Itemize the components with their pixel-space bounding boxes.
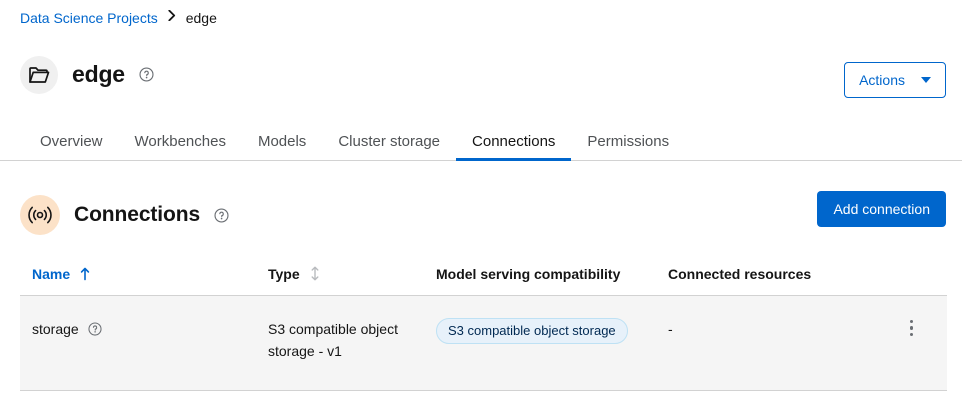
page-title: edge	[72, 61, 125, 88]
page-title-row: edge	[20, 46, 154, 104]
breadcrumb: Data Science Projects edge	[20, 9, 217, 27]
column-header-model-serving-compatibility: Model serving compatibility	[424, 266, 656, 282]
column-label: Type	[268, 265, 300, 282]
table-row[interactable]: storage S3 compatible object storage - v…	[20, 296, 947, 391]
breadcrumb-link-projects[interactable]: Data Science Projects	[20, 10, 158, 26]
tab-permissions[interactable]: Permissions	[571, 122, 685, 160]
tab-label: Overview	[40, 132, 103, 150]
table-header-row: Name Type Model serving	[20, 252, 947, 296]
project-tabs: Overview Workbenches Models Cluster stor…	[0, 122, 962, 161]
broadcast-signal-icon	[20, 195, 60, 236]
cell-actions	[876, 318, 947, 342]
actions-button-label: Actions	[859, 72, 905, 88]
connection-name: storage	[32, 321, 79, 337]
tab-cluster-storage[interactable]: Cluster storage	[322, 122, 456, 160]
connections-table: Name Type Model serving	[20, 252, 947, 391]
cell-connected-resources: -	[668, 321, 673, 337]
column-header-type[interactable]: Type	[256, 266, 424, 282]
column-header-connected-resources: Connected resources	[656, 266, 876, 282]
add-connection-label: Add connection	[833, 201, 930, 217]
sort-arrow-up-icon	[80, 267, 90, 281]
column-label: Connected resources	[668, 265, 812, 282]
cell-name: storage	[20, 318, 256, 340]
sort-both-icon	[310, 266, 320, 281]
tab-connections[interactable]: Connections	[456, 122, 572, 161]
column-label: Model serving compatibility	[436, 265, 621, 282]
help-circle-icon[interactable]	[139, 67, 154, 82]
column-label: Name	[32, 265, 71, 282]
cell-type: S3 compatible object storage - v1	[256, 318, 424, 362]
tab-label: Workbenches	[134, 132, 226, 150]
connection-type: S3 compatible object storage - v1	[268, 321, 398, 359]
tab-label: Cluster storage	[338, 132, 441, 150]
breadcrumb-current: edge	[185, 10, 217, 26]
chevron-down-icon	[921, 77, 931, 83]
column-header-name[interactable]: Name	[20, 266, 256, 282]
folder-icon	[20, 55, 58, 94]
help-circle-icon[interactable]	[88, 322, 102, 336]
kebab-menu-icon[interactable]	[898, 314, 926, 342]
help-circle-icon[interactable]	[214, 208, 229, 223]
connections-section-header: Connections	[20, 186, 229, 245]
breadcrumb-separator-icon	[166, 9, 178, 27]
actions-button[interactable]: Actions	[844, 62, 946, 98]
tab-models[interactable]: Models	[242, 122, 322, 160]
cell-model-serving-compatibility: S3 compatible object storage	[424, 318, 656, 344]
tab-label: Permissions	[587, 132, 670, 150]
tab-workbenches[interactable]: Workbenches	[119, 122, 242, 160]
add-connection-button[interactable]: Add connection	[817, 191, 946, 227]
section-title: Connections	[74, 203, 201, 227]
tab-label: Models	[257, 132, 307, 150]
status-badge: S3 compatible object storage	[436, 318, 628, 344]
tab-label: Connections	[472, 132, 556, 150]
tab-overview[interactable]: Overview	[24, 122, 119, 160]
